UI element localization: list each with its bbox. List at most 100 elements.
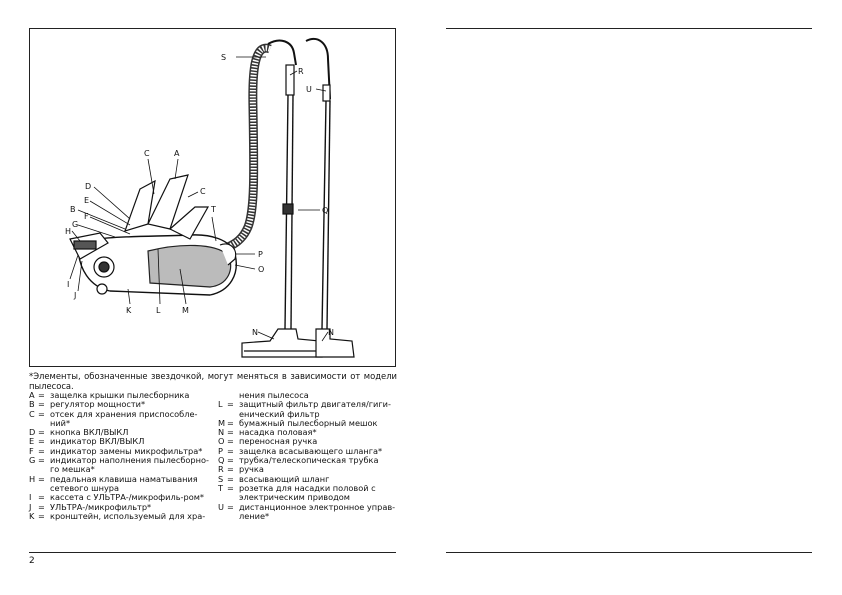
legend-key: G [29, 455, 36, 466]
label-s: S [221, 53, 227, 62]
legend-text: насадка половая* [239, 427, 317, 438]
legend-key: M [218, 417, 226, 428]
legend-key: E [29, 436, 35, 447]
legend-equals: = [38, 455, 45, 466]
label-d: D [85, 182, 92, 191]
legend-key: O [218, 436, 225, 447]
legend-text: регулятор мощности* [50, 399, 146, 410]
legend-text: защелка всасывающего шланга* [239, 445, 383, 456]
legend-key: I [29, 492, 32, 503]
legend-equals: = [38, 445, 45, 456]
legend-equals: = [38, 436, 45, 447]
legend-item: F=индикатор замены микрофильтра* [29, 445, 209, 456]
legend-key: P [218, 445, 223, 456]
legend-item: M=бумажный пылесборный мешок [218, 417, 397, 428]
legend-key: U [218, 501, 224, 512]
legend-equals: = [38, 473, 45, 484]
legend-item: I = кассета с УЛЬТРА-/микрофиль-ром* [29, 492, 209, 503]
legend-key: Q [218, 455, 225, 466]
legend-item: A= защелка крышки пылесборника [29, 390, 209, 400]
legend-key: C [29, 408, 35, 419]
label-j: J [74, 291, 77, 300]
label-m: M [182, 306, 189, 315]
page-number: 2 [29, 556, 35, 566]
legend-equals: = [227, 445, 234, 456]
legend-equals: = [38, 501, 45, 512]
legend-item: B= регулятор мощности* [29, 399, 209, 410]
legend-text: кронштейн, используемый для хра- [50, 510, 206, 521]
legend-text: кассета с УЛЬТРА-/микрофиль-ром* [50, 492, 204, 503]
legend-equals: = [227, 482, 234, 493]
legend-item: H= педальная клавиша наматывания сетевого… [29, 473, 209, 494]
legend-item: J = УЛЬТРА-/микрофильтр* [29, 501, 209, 512]
label-e: E [84, 196, 90, 205]
legend-equals: = [38, 399, 45, 410]
label-f: F [84, 212, 89, 221]
legend-item: Q=трубка/телескопическая трубка [218, 455, 397, 466]
legend-text: педальная клавиша наматывания сетевого ш… [50, 473, 198, 493]
legend-key: F [29, 445, 34, 456]
right-page-bottom-rule [446, 552, 812, 553]
legend-key: J [29, 501, 32, 512]
legend-item: K= кронштейн, используемый для хра- [29, 510, 209, 521]
legend-text: ручка [239, 464, 264, 475]
legend-item: T= розетка для насадки половой с электрич… [218, 482, 397, 503]
legend-item: G=индикатор наполнения пылесборно-го меш… [29, 456, 209, 475]
legend-equals: = [227, 417, 234, 428]
legend-key: K [29, 510, 35, 521]
label-r: R [298, 67, 304, 76]
legend-item: S=всасывающий шланг [218, 473, 397, 484]
label-u: U [306, 85, 312, 94]
right-page-top-rule [446, 28, 812, 29]
legend-equals: = [38, 408, 45, 419]
label-o: O [258, 265, 265, 274]
legend-text: защитный фильтр двигателя/гиги-енический… [239, 399, 391, 419]
legend-item: R=ручка [218, 464, 397, 475]
label-a: A [174, 149, 180, 158]
legend-text: защелка крышки пылесборника [50, 390, 190, 400]
label-n-right: N [328, 328, 334, 337]
legend-key: A [29, 390, 35, 400]
legend-item: E= индикатор ВКЛ/ВЫКЛ [29, 436, 209, 447]
label-g: G [72, 220, 79, 229]
legend-key: T [218, 482, 224, 493]
legend-key: L [218, 399, 223, 410]
legend-text: розетка для насадки половой с электричес… [239, 482, 376, 503]
label-c-right: C [200, 187, 206, 196]
legend-text: кнопка ВКЛ/ВЫКЛ [50, 427, 129, 438]
legend-text: переносная ручка [239, 436, 318, 447]
legend-item: P = защелка всасывающего шланга* [218, 445, 397, 456]
legend-equals: = [227, 501, 234, 512]
legend-key: B [29, 399, 35, 410]
legend-text: отсек для хранения приспособле-ний* [50, 408, 198, 428]
legend-equals: = [227, 427, 234, 438]
legend-text: всасывающий шланг [239, 473, 330, 484]
legend-item: C= отсек для хранения приспособле-ний* [29, 408, 209, 429]
legend-equals: = [38, 492, 45, 503]
legend-item: нения пылесоса [218, 390, 397, 400]
legend-key: H [29, 473, 36, 484]
legend-text: УЛЬТРА-/микрофильтр* [50, 501, 152, 512]
legend-equals: = [38, 510, 45, 521]
vacuum-cleaner-illustration [69, 38, 355, 358]
legend-item: D=кнопка ВКЛ/ВЫКЛ [29, 427, 209, 438]
legend-equals: = [227, 399, 234, 410]
label-q: Q [322, 206, 329, 215]
legend-equals: = [38, 390, 45, 400]
legend-equals: = [227, 436, 234, 447]
legend-key: N [218, 427, 225, 438]
label-k: K [126, 306, 132, 315]
label-h: H [65, 227, 72, 236]
label-b: B [70, 205, 76, 214]
vacuum-cleaner-figure: S R U Q C A C D E B F G H T P O I J K L … [29, 28, 396, 367]
legend-item: L = защитный фильтр двигателя/гиги-еническ… [218, 400, 397, 419]
legend-key: S [218, 473, 224, 484]
label-i: I [67, 280, 70, 289]
label-n-left: N [252, 328, 258, 337]
legend-text: индикатор ВКЛ/ВЫКЛ [50, 436, 145, 447]
legend-text: нения пылесоса [239, 390, 309, 400]
legend-key: R [218, 464, 224, 475]
label-c-top: C [144, 149, 150, 158]
